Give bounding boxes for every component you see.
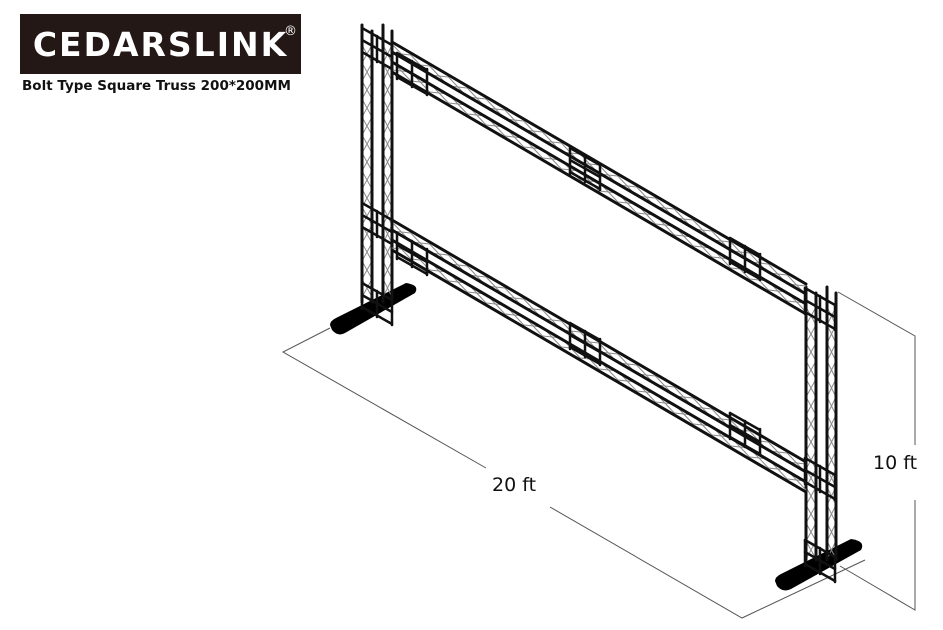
left-post-lacing [361,260,373,280]
left-post-lacing [361,170,373,190]
left-post-lacing [361,224,373,244]
left-post-lacing [361,206,373,226]
right-post-lacing [805,432,817,452]
top-right-junction [803,310,837,331]
lower-beam-chord [390,248,808,494]
left-foot-junction [360,305,394,326]
top-beam-mid-joint [568,170,602,191]
dimension-lines [281,291,916,619]
lower-beam-mid-joint [568,345,602,366]
width-dimension-label: 20 ft [492,474,537,496]
right-post-lacing [805,360,817,380]
width-dimension-line-right [549,506,866,619]
top-beam-chord [390,70,808,316]
right-post-lacing [805,324,817,344]
height-dimension-line-bottom [839,500,916,611]
left-post-lacing [361,242,373,262]
registered-trademark-icon: ® [284,24,297,39]
right-post-lacing [805,342,817,362]
lower-left-junction [360,225,394,246]
lower-beam-joint [395,255,429,276]
lower-beam-joint [728,435,762,456]
left-post-lacing [361,80,373,100]
right-base-plate [775,539,863,591]
truss-structure [360,23,838,584]
left-post-lacing [361,62,373,82]
width-dimension-line-left [281,327,487,469]
product-title: Bolt Type Square Truss 200*200MM [22,78,291,94]
height-dimension-line-top [837,291,916,445]
lower-right-junction [803,480,837,501]
left-post-lacing [361,152,373,172]
left-post-lacing [361,278,373,298]
left-post-lacing [361,116,373,136]
height-dimension-label: 10 ft [873,452,918,474]
right-post-lacing [805,396,817,416]
left-post-lacing [361,98,373,118]
left-base-plate [330,283,417,335]
right-post-lacing [805,522,817,542]
right-post-lacing [805,504,817,524]
top-left-junction [360,50,394,71]
top-beam-joint [728,260,762,281]
right-post-lacing [805,378,817,398]
left-post-lacing [361,134,373,154]
right-post-lacing [805,414,817,434]
right-post-lacing [805,486,817,506]
brand-logo: CEDARSLINK ® [20,14,301,74]
top-beam-joint [395,75,429,96]
brand-name: CEDARSLINK [32,24,289,64]
right-foot-junction [803,562,837,583]
